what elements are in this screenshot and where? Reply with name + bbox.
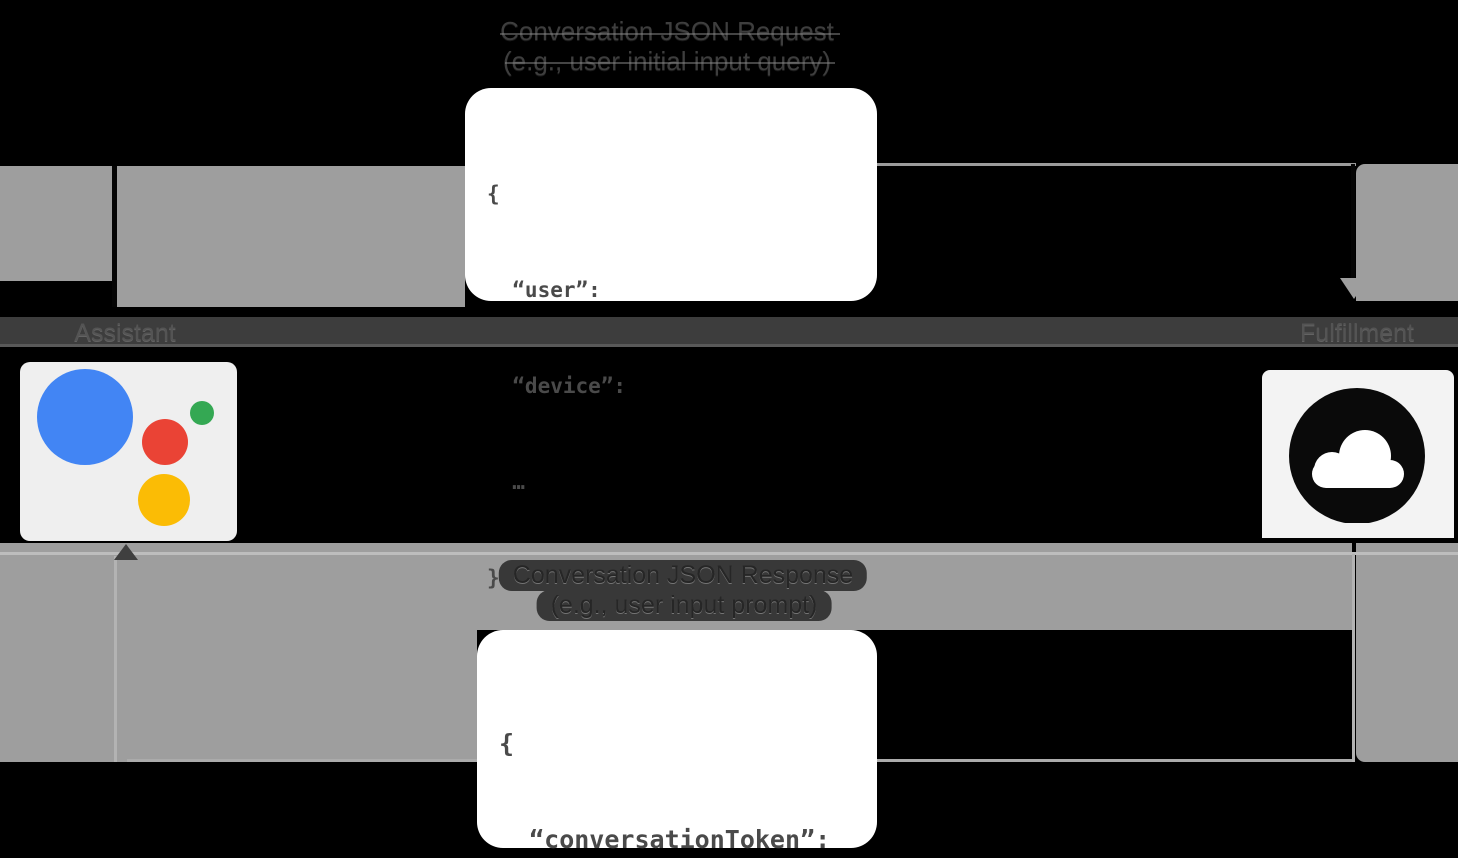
request-arrow-shaft-right — [1351, 164, 1355, 280]
assistant-card — [20, 362, 237, 541]
request-arrow-shaft-left — [112, 166, 117, 307]
request-subtitle: (e.g., user initial input query) — [502, 46, 832, 76]
response-arrow-shaft-left — [114, 556, 117, 762]
code-line: { — [499, 729, 515, 758]
request-title: Conversation JSON Request — [500, 16, 834, 46]
request-arrow-line — [877, 163, 1356, 166]
assistant-yellow-dot — [138, 474, 190, 526]
code-line: … — [487, 470, 525, 494]
caption-streak — [500, 33, 840, 35]
response-arrow-zone-right — [1356, 543, 1458, 762]
response-arrow-shaft-right — [1352, 554, 1355, 762]
arrowhead-up-icon — [114, 544, 138, 560]
arrowhead-down-icon — [1340, 278, 1368, 299]
code-line: “device”: — [487, 374, 627, 398]
code-line: “user”: — [487, 278, 601, 302]
request-arrow-zone-cut — [0, 281, 112, 307]
labels-band — [0, 317, 1458, 344]
assistant-blue-dot — [37, 369, 133, 465]
assistant-label: Assistant — [74, 319, 176, 347]
response-arrow-zone-left — [0, 630, 477, 762]
request-json-box: { “user”: “device”: … } — [465, 88, 877, 590]
assistant-green-dot — [190, 401, 214, 425]
response-json-box: { “conversationToken”: “userStorage”: … … — [477, 630, 877, 854]
fulfillment-card — [1262, 370, 1454, 538]
caption-streak — [505, 62, 835, 64]
response-arrow-line-upper — [0, 552, 1458, 555]
code-line: { — [487, 182, 500, 206]
fulfillment-label: Fulfillment — [1300, 319, 1414, 347]
response-title-pill: Conversation JSON Response — [498, 560, 868, 591]
assistant-red-dot — [142, 419, 188, 465]
response-subtitle-pill: (e.g., user input prompt) — [536, 590, 832, 621]
cloud-icon — [1262, 388, 1454, 538]
labels-band-edge — [0, 344, 1458, 347]
code-line: } — [487, 566, 500, 590]
request-arrow-zone-right — [1356, 164, 1458, 301]
code-line: “conversationToken”: — [499, 825, 831, 854]
